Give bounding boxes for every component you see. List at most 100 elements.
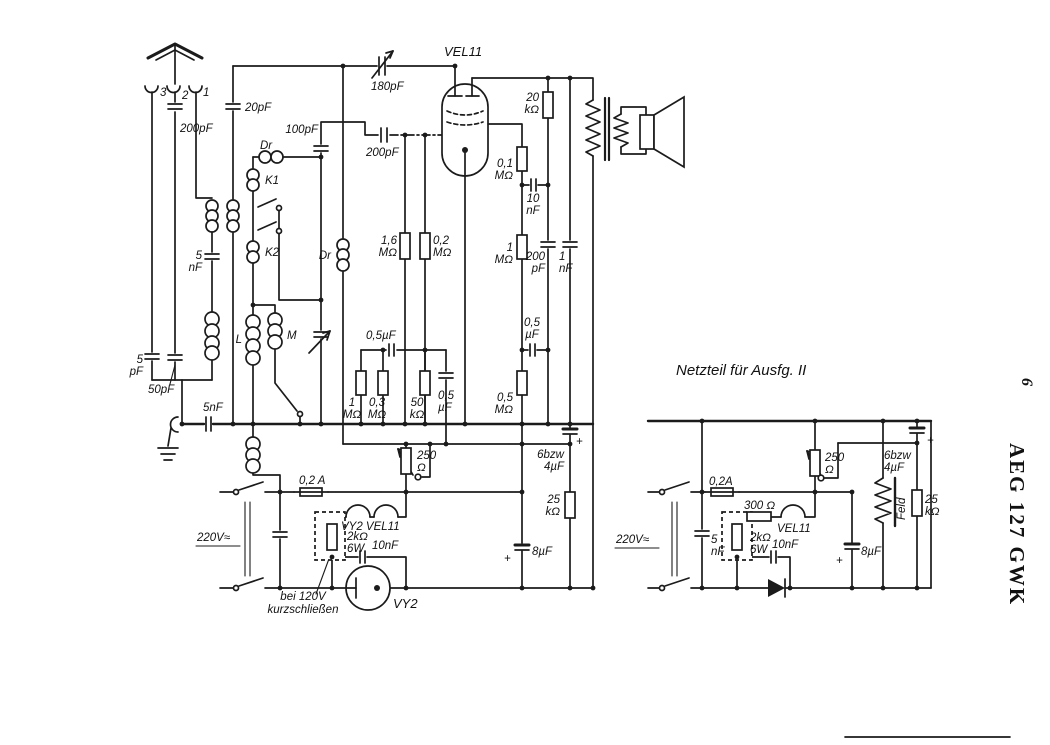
antenna-terminals: [144, 85, 203, 94]
coil-l: [245, 314, 261, 366]
af-wiring: [360, 77, 571, 445]
label-field-coil: Feld: [896, 497, 908, 520]
resistor-1M-right: [516, 234, 528, 260]
rheostat-250: [400, 447, 422, 481]
choke-dr-top: [258, 150, 284, 164]
rheostat-250-netzteil: [809, 449, 825, 482]
cap-50pF: [167, 354, 183, 361]
resistor-2k-6W: [326, 523, 338, 551]
resistor-50k: [419, 370, 431, 396]
label-cap-100pF: 100pF: [285, 124, 319, 136]
cap-8uF-netzteil: [843, 542, 861, 550]
label-choke-dr-top: Dr: [260, 140, 273, 152]
cap-trimmer-180pF: [371, 50, 394, 79]
label-plus-8uF-netzteil: +: [836, 555, 843, 567]
label-cap-10nF-bridge: 10nF: [372, 540, 399, 552]
label-cap-8uF-netzteil: 8µF: [861, 546, 882, 558]
coil-k1: [246, 168, 260, 192]
mains-switch-netzteil: [658, 488, 666, 592]
cap-8uF: [513, 543, 531, 551]
mains-switch-main: [232, 488, 240, 592]
label-note-line1: bei 120V: [280, 591, 327, 603]
coil-antenna: [204, 311, 220, 361]
label-tube-vy2: VY2: [393, 596, 418, 611]
label-fuse-netzteil: 0,2A: [709, 476, 733, 488]
cap-0-5uF-small: [438, 372, 454, 379]
cap-10nF-netzteil: [770, 550, 777, 564]
cathode-dot: [462, 147, 468, 153]
label-plus-elco: +: [576, 436, 583, 448]
resistor-1-6M: [399, 232, 411, 260]
cap-1nF: [562, 241, 578, 248]
cap-antenna-200pF: [167, 103, 183, 110]
cap-10nF-bridge: [359, 550, 366, 564]
rectifier-diode: [768, 578, 786, 598]
cap-5nF-mains: [272, 531, 288, 538]
page-number: 6: [1018, 378, 1035, 386]
coil-coupling-right: [226, 199, 240, 233]
label-terminal-2: 2: [181, 90, 189, 102]
cap-elco-6-4uF: [561, 423, 579, 445]
cap-100pF: [313, 145, 329, 152]
label-plus-8uF: +: [504, 553, 511, 565]
label-tube-vel11-netzteil: VEL11: [777, 523, 811, 535]
label-cap-0-5uF-mid: 0,5µF: [366, 330, 397, 342]
resistor-25k: [564, 491, 576, 519]
coil-k2: [246, 240, 260, 264]
cap-0-5uF-mid: [388, 343, 395, 357]
coil-l-bottom: [245, 436, 261, 474]
model-number: AEG 127 GWK: [1005, 443, 1029, 606]
svg-text:220V≈: 220V≈: [615, 534, 650, 546]
cap-tuning-variable: [308, 330, 331, 354]
field-coil: [874, 477, 892, 524]
resistor-0-5M: [516, 370, 528, 396]
cap-10nF: [530, 178, 537, 192]
cap-coupling-5nF: [204, 253, 220, 260]
label-tube-vel11: VEL11: [444, 44, 482, 59]
label-choke-dr-mid: Dr: [319, 250, 332, 262]
label-cap-10nF-netzteil: 10nF: [772, 539, 799, 551]
svg-text:220V≈: 220V≈: [196, 532, 231, 544]
label-coil-k1: K1: [265, 175, 279, 187]
label-coil-l: L: [236, 334, 242, 346]
label-terminal-3: 3: [160, 87, 167, 99]
junction-dots: [179, 63, 920, 591]
label-mains-netzteil: 220V≈: [614, 534, 660, 549]
input-wiring: [151, 65, 234, 425]
cap-ground-5nF: [205, 416, 212, 432]
netzteil-wiring: [646, 419, 933, 589]
label-mains-main: 220V≈: [195, 532, 241, 547]
band-switch: [275, 204, 283, 235]
tube-vel11: [441, 65, 489, 425]
label-cap-20pF: 20pF: [244, 102, 272, 114]
resistor-2k-6W-netzteil: [731, 523, 743, 551]
label-resistor-300: 300 Ω: [744, 500, 775, 512]
cap-5nF-netzteil: [694, 530, 710, 537]
tube-vy2: [345, 565, 391, 611]
label-cap-ground-5nF: 5nF: [203, 402, 224, 414]
resistor-25k-netzteil: [911, 489, 923, 517]
resistor-1M: [355, 370, 367, 396]
coil-m: [267, 312, 283, 350]
cap-200pF-cath: [540, 241, 556, 248]
output-transformer: [585, 96, 647, 589]
label-cap-50pF: 50pF: [148, 384, 175, 396]
label-fuse-main: 0,2 A: [299, 475, 326, 487]
